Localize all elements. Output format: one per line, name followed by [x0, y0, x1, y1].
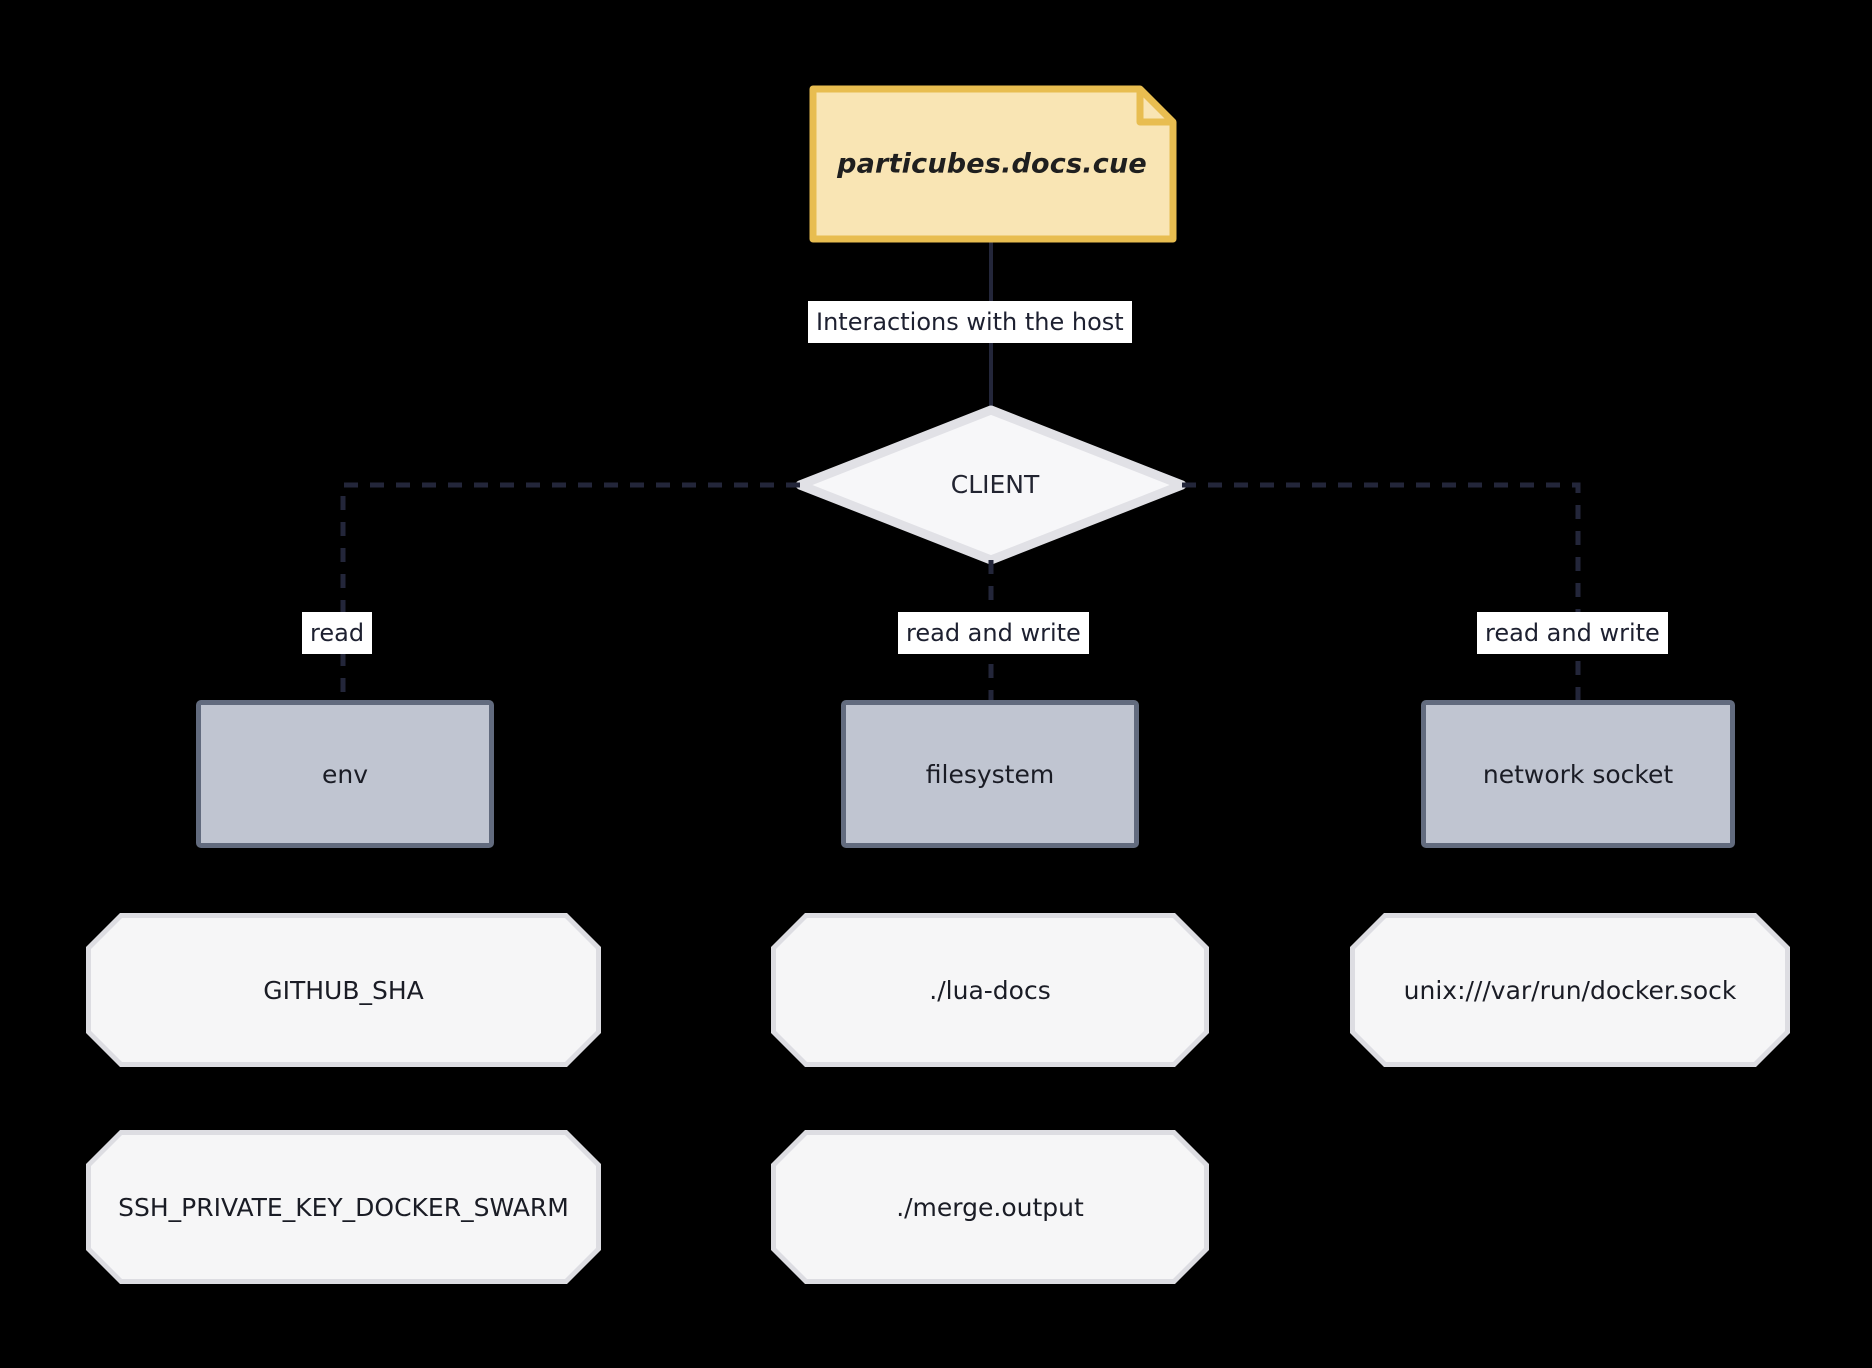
- value-node-docker-sock-body: unix:///var/run/docker.sock: [1355, 918, 1785, 1062]
- value-node-lua-docs-body: ./lua-docs: [776, 918, 1204, 1062]
- resource-node-filesystem[interactable]: filesystem: [841, 700, 1139, 848]
- value-node-github-sha-label: GITHUB_SHA: [263, 975, 424, 1005]
- edge-label-read-and-write-network: read and write: [1477, 612, 1668, 654]
- value-node-ssh-private-key-docker-swarm-body: SSH_PRIVATE_KEY_DOCKER_SWARM: [91, 1135, 596, 1279]
- value-node-lua-docs[interactable]: ./lua-docs: [771, 913, 1209, 1067]
- value-node-merge-output-body: ./merge.output: [776, 1135, 1204, 1279]
- client-node-label: CLIENT: [950, 470, 1040, 499]
- value-node-github-sha-body: GITHUB_SHA: [91, 918, 596, 1062]
- value-node-docker-sock[interactable]: unix:///var/run/docker.sock: [1350, 913, 1790, 1067]
- edge-client-to-env: [340, 482, 800, 700]
- resource-node-network-socket[interactable]: network socket: [1421, 700, 1735, 848]
- value-node-merge-output-label: ./merge.output: [896, 1192, 1084, 1222]
- resource-node-env-label: env: [321, 759, 369, 789]
- value-node-docker-sock-label: unix:///var/run/docker.sock: [1403, 975, 1737, 1005]
- note-body-shape: [809, 85, 1177, 243]
- edge-label-read: read: [302, 612, 373, 654]
- value-node-ssh-private-key-docker-swarm[interactable]: SSH_PRIVATE_KEY_DOCKER_SWARM: [86, 1130, 601, 1284]
- note-label: particubes.docs.cue: [837, 148, 1147, 180]
- value-node-lua-docs-label: ./lua-docs: [929, 975, 1051, 1005]
- value-node-github-sha[interactable]: GITHUB_SHA: [86, 913, 601, 1067]
- edge-label-read-and-write-filesystem: read and write: [898, 612, 1089, 654]
- note-particubes-docs-cue[interactable]: particubes.docs.cue: [808, 86, 1176, 242]
- resource-node-filesystem-label: filesystem: [925, 759, 1055, 789]
- resource-node-env[interactable]: env: [196, 700, 494, 848]
- resource-node-network-socket-label: network socket: [1482, 759, 1674, 789]
- value-node-merge-output[interactable]: ./merge.output: [771, 1130, 1209, 1284]
- note-fold-icon: [1136, 89, 1173, 126]
- note-shape: [809, 85, 1177, 243]
- value-node-ssh-private-key-docker-swarm-label: SSH_PRIVATE_KEY_DOCKER_SWARM: [118, 1192, 569, 1222]
- edge-client-to-network: [1182, 482, 1581, 700]
- edge-label-interactions-with-the-host: Interactions with the host: [808, 301, 1132, 343]
